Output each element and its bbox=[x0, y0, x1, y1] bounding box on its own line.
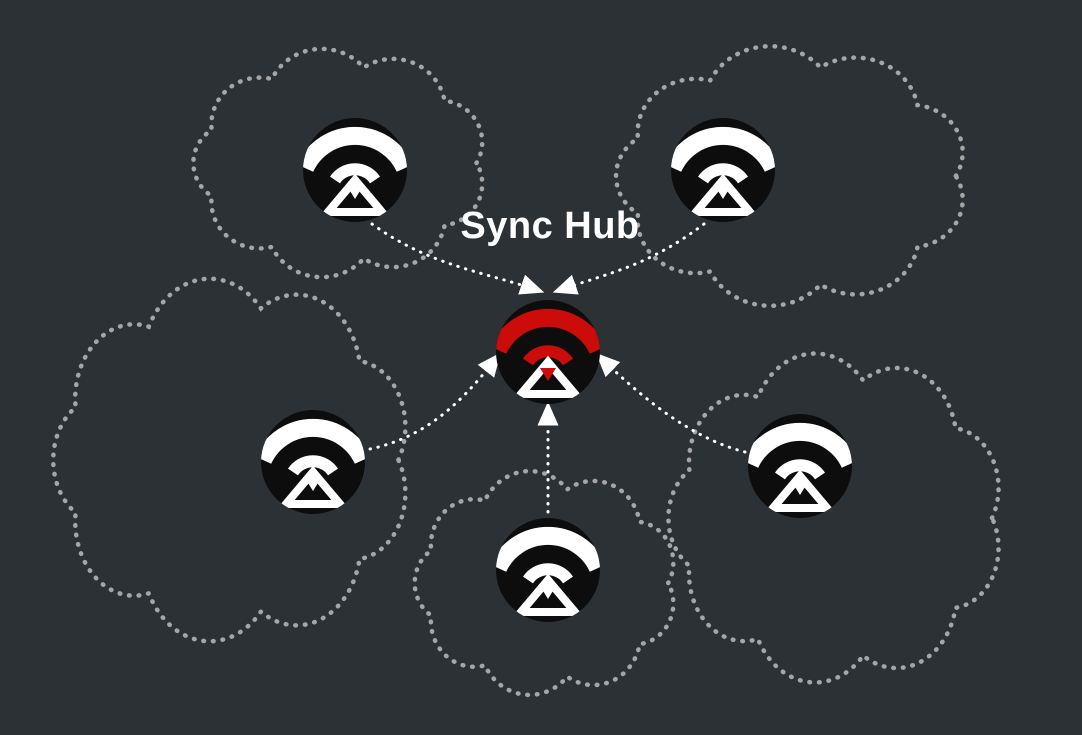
sync-arrow-from-right bbox=[595, 352, 747, 454]
sync-hub-node bbox=[496, 300, 600, 404]
cloud-outline-top-right bbox=[616, 46, 963, 306]
sync-arrows bbox=[368, 222, 747, 514]
device-node-top-right bbox=[671, 118, 775, 222]
device-node-left bbox=[261, 410, 365, 514]
sync-arrow-from-top-left bbox=[370, 222, 545, 295]
device-node-bottom bbox=[496, 518, 600, 622]
diagram-title: Sync Hub bbox=[460, 205, 639, 247]
sync-arrow-from-top-right bbox=[552, 222, 706, 295]
device-node-top-left bbox=[303, 118, 407, 222]
sync-arrow-from-left bbox=[368, 352, 501, 451]
device-node-right bbox=[748, 414, 852, 518]
cloud-outline-right bbox=[668, 354, 998, 683]
device-nodes bbox=[261, 118, 852, 622]
